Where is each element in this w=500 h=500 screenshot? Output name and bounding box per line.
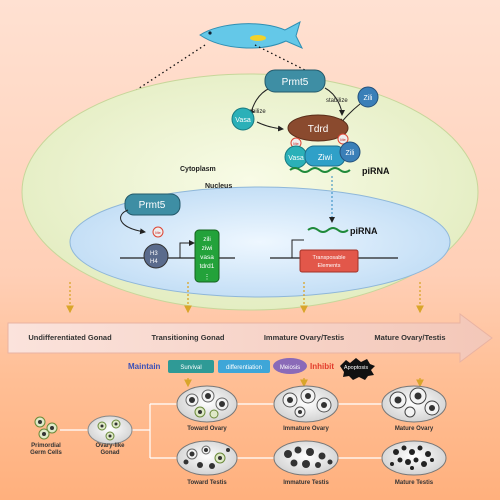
te-label-2: Elements: [318, 263, 341, 269]
legend-apoptosis: Apoptosis: [344, 365, 368, 371]
stage-connector-arrows: [66, 282, 424, 314]
cytoplasm-label: Cytoplasm: [180, 166, 216, 173]
stabilize-right-label: stabilize: [326, 98, 348, 104]
zili-label: Zili: [346, 150, 355, 157]
toward-testis-gonad: [176, 440, 238, 476]
nucleus-pirna-panel: piRNA Transposable Elements: [270, 226, 398, 273]
prmt5-nucleus-node: [124, 193, 181, 216]
immature-ovary-label: Immature Ovary: [283, 426, 329, 432]
nucleus-label: Nucleus: [205, 183, 232, 190]
pirna-wave-nucleus: [307, 227, 349, 233]
nucleus-prmt5-panel: Prmt5 Me H3 H4 zili ziwi vasa tdrd1 ⋮: [120, 193, 235, 283]
cytoplasm-prmt5-complex: Prmt5 stabilize stabilize Vasa Zili Tdrd…: [231, 69, 390, 223]
prmt5-node: [264, 69, 326, 93]
gene-label-4: tdrd1: [200, 263, 215, 270]
legend-differentiation-swatch: [218, 360, 270, 373]
histone-h4-label: H4: [150, 259, 158, 265]
legend-inhibit: Inhibit: [310, 362, 334, 371]
legend-differentiation: differentiation: [226, 365, 262, 371]
me-nucleus-circle: [152, 226, 164, 238]
gene-label-1: zili: [203, 236, 211, 243]
me-left-label: Me: [293, 141, 299, 146]
immature-testis-gonad: [273, 440, 339, 476]
ovary-like-label-2: Gonad: [101, 450, 120, 456]
legend: Maintain Survival differentiation Meiosi…: [128, 358, 375, 380]
ziwi-label: Ziwi: [318, 153, 332, 162]
te-label-1: Transposable: [312, 255, 345, 261]
gene-box: [194, 229, 220, 283]
zili-top-label: Zili: [364, 95, 373, 102]
mature-ovary-gonad: [381, 385, 447, 423]
tdrd-label: Tdrd: [308, 124, 329, 135]
zebrafish-icon: [199, 21, 304, 50]
stage-label-2: Transitioning Gonad: [152, 333, 225, 342]
transposable-elements-box: [299, 249, 359, 273]
stabilize-left-label: stabilize: [244, 109, 266, 115]
gonad-branch-lines: [60, 403, 384, 459]
vasa-label: Vasa: [288, 155, 304, 162]
pirna-label-cytoplasm: piRNA: [362, 166, 390, 176]
gene-label-2: ziwi: [202, 245, 213, 252]
me-right-label: Me: [340, 137, 346, 142]
stage-label-3: Immature Ovary/Testis: [264, 333, 344, 342]
me-nucleus-label: Me: [155, 230, 161, 235]
toward-ovary-label: Toward Ovary: [187, 426, 227, 432]
primordial-label-2: Germ Cells: [30, 450, 62, 456]
ovary-like-label-1: Ovary-like: [95, 443, 125, 449]
vasa-top-label: Vasa: [235, 117, 251, 124]
mature-testis-gonad: [381, 440, 447, 476]
mature-ovary-label: Mature Ovary: [395, 426, 434, 432]
pirna-wave-cytoplasm: [289, 167, 351, 173]
tdrd-node: [287, 114, 349, 142]
legend-meiosis-swatch: [273, 358, 307, 374]
gene-ellipsis: ⋮: [204, 274, 211, 281]
histone-h3-label: H3: [150, 251, 158, 257]
vasa-top-node: [231, 107, 255, 131]
zili-top-node: [357, 86, 379, 108]
primordial-label-1: Primordial: [31, 443, 61, 449]
pirna-label-nucleus: piRNA: [350, 226, 378, 236]
primordial-germ-cells: [34, 416, 58, 440]
me-right-circle: [337, 133, 349, 145]
toward-testis-label: Toward Testis: [187, 480, 227, 486]
stage-label-1: Undifferentiated Gonad: [28, 333, 112, 342]
gonad-orange-arrows: [184, 378, 424, 388]
immature-ovary-gonad: [273, 385, 339, 423]
stage-label-4: Mature Ovary/Testis: [374, 333, 445, 342]
ovary-like-gonad: [87, 415, 133, 445]
promoter-mark: [291, 239, 304, 258]
histone-node: [143, 243, 169, 269]
legend-survival: Survival: [180, 365, 201, 371]
legend-meiosis: Meiosis: [280, 365, 300, 371]
toward-ovary-gonad: [176, 385, 238, 423]
immature-testis-label: Immature Testis: [283, 480, 329, 486]
legend-survival-swatch: [168, 360, 214, 373]
mature-testis-label: Mature Testis: [395, 480, 434, 486]
timeline-arrow: [7, 313, 493, 363]
prmt5-label: Prmt5: [282, 77, 309, 88]
legend-maintain: Maintain: [128, 362, 161, 371]
legend-apoptosis-swatch: [340, 358, 375, 380]
prmt5-nucleus-label: Prmt5: [139, 200, 166, 211]
gene-label-3: vasa: [200, 254, 214, 261]
zili-node: [339, 141, 361, 163]
